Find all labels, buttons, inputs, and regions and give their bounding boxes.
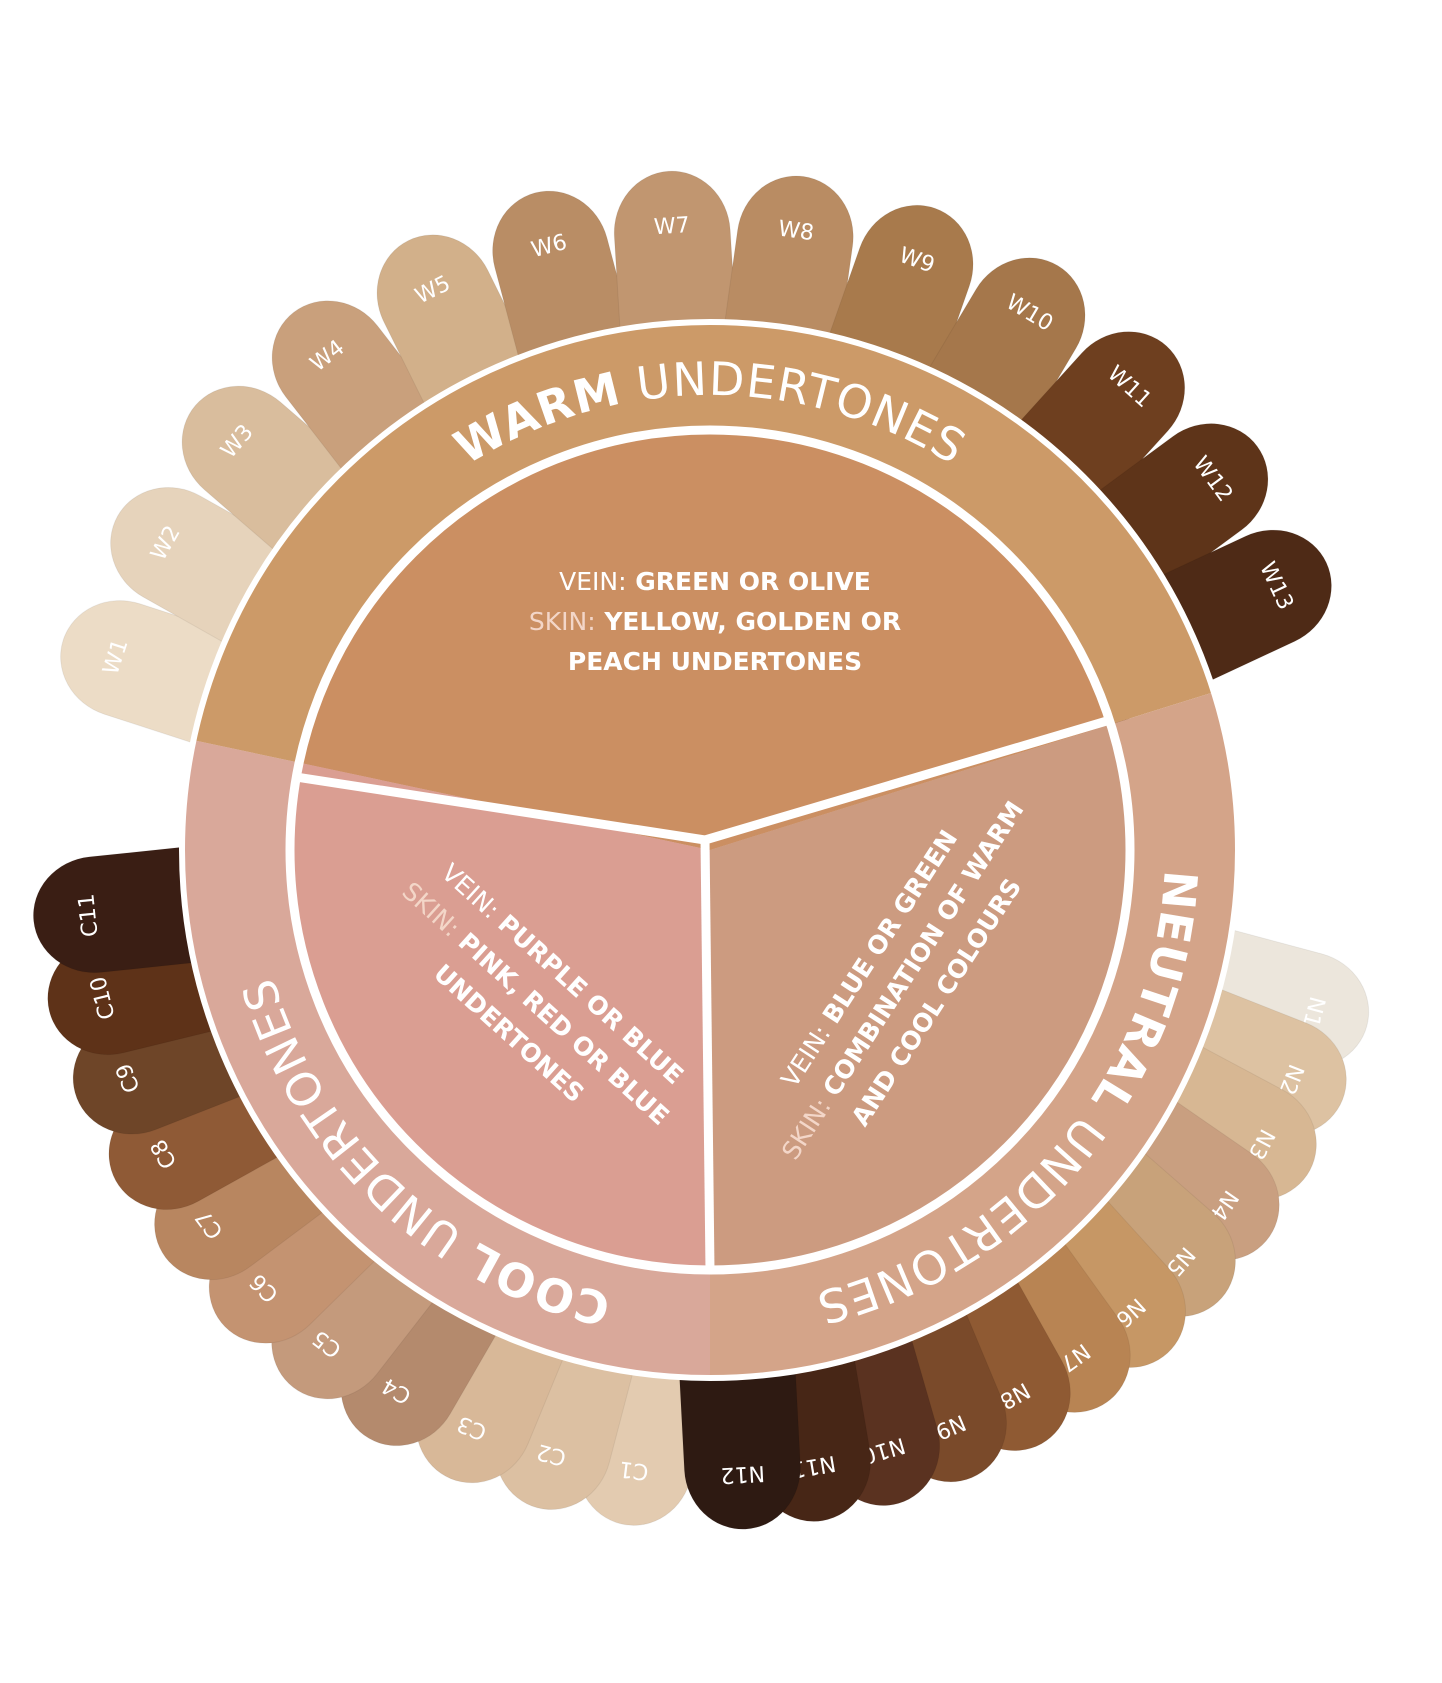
swatch-label: W8	[777, 217, 816, 247]
wheel	[179, 319, 1241, 1381]
warm-skin-value: YELLOW, GOLDEN OR	[596, 607, 902, 636]
warm-skin-key: SKIN:	[529, 607, 596, 636]
warm-skin-value-2: PEACH UNDERTONES	[568, 647, 862, 676]
svg-text:SKIN: YELLOW, GOLDEN OR: SKIN: YELLOW, GOLDEN OR	[529, 607, 901, 636]
divider-line	[295, 772, 706, 845]
divider-line	[700, 839, 715, 1271]
segment-dividers	[295, 715, 1111, 1271]
svg-text:VEIN: GREEN OR OLIVE: VEIN: GREEN OR OLIVE	[559, 567, 871, 596]
wheel-outer-border	[179, 319, 1241, 1381]
cool-inner-segment	[289, 762, 710, 1270]
warm-description: VEIN: GREEN OR OLIVE SKIN: YELLOW, GOLDE…	[529, 567, 901, 676]
warm-vein-value: GREEN OR OLIVE	[627, 567, 871, 596]
swatch-label: C11	[74, 892, 103, 938]
swatch-label: W7	[653, 213, 690, 240]
neutral-inner-segment	[710, 724, 1130, 1270]
divider-line	[703, 715, 1111, 845]
swatch-label: C1	[618, 1456, 650, 1484]
warm-inner-segment	[299, 430, 1111, 850]
swatch-label: N12	[720, 1460, 766, 1487]
warm-vein-key: VEIN:	[559, 567, 626, 596]
